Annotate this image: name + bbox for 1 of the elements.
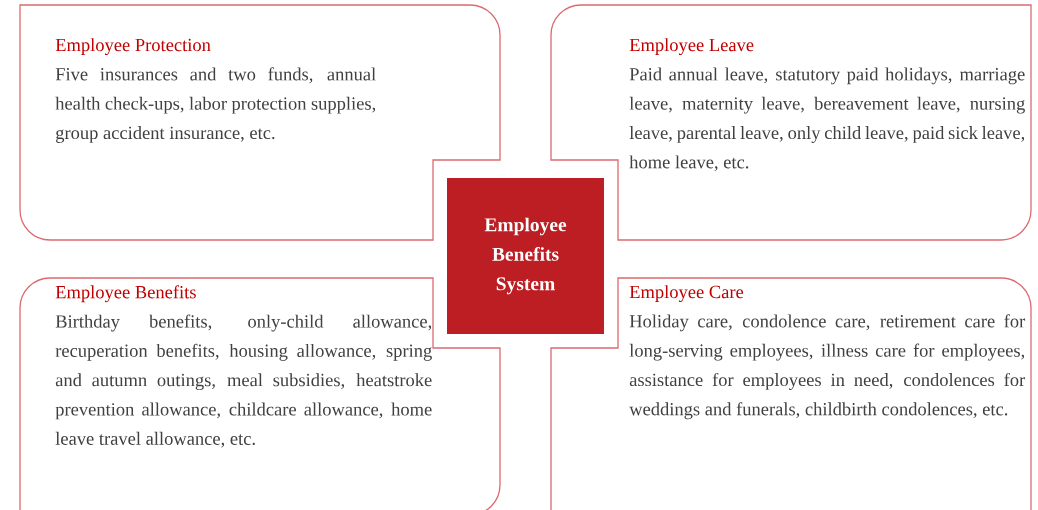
center-box: Employee Benefits System: [447, 178, 604, 334]
